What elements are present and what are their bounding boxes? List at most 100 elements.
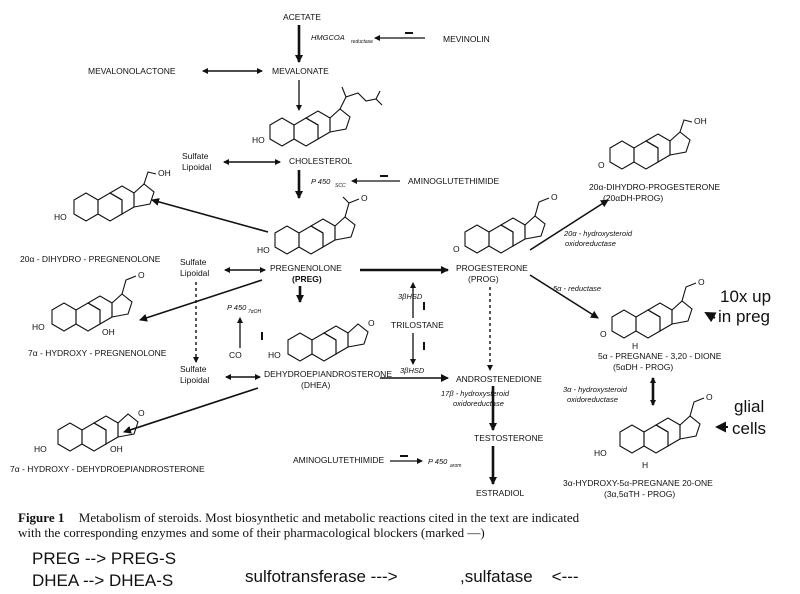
trilostane-label: TRILOSTANE xyxy=(391,320,444,330)
3ahsd-enzyme-a: 3α - hydroxysteroid xyxy=(563,385,628,394)
dione-abbr-label: (5αDH - PROG) xyxy=(613,362,673,372)
dhea-abbr-label: (DHEA) xyxy=(301,380,330,390)
17bhsd-enzyme-a: 17β - hydroxysteroid xyxy=(441,389,510,398)
p4507a-enzyme: P 450 xyxy=(227,303,247,312)
hydroxypreg-o: O xyxy=(138,270,145,280)
acetate-label: ACETATE xyxy=(283,12,321,22)
dhprog-oh: OH xyxy=(694,116,707,126)
annotation-arrow-1 xyxy=(704,312,717,323)
pregnenolone-label: PREGNENOLONE xyxy=(270,263,342,273)
hmgcoa-sub: reductase xyxy=(351,39,373,45)
3bhsd-enzyme-2: 3βHSD xyxy=(400,366,425,375)
lipoidal-label-2: Lipoidal xyxy=(180,268,209,278)
cholesterol-ho: HO xyxy=(252,135,265,145)
dhea-structure: O HO xyxy=(268,318,375,362)
dione-label: 5α - PREGNANE - 3,20 - DIONE xyxy=(598,351,722,361)
note-dhea-s: DHEA --> DHEA-S xyxy=(32,571,173,590)
annotation-in-preg: in preg xyxy=(718,307,770,326)
progesterone-structure: O O xyxy=(453,192,558,254)
dhprog-label: 20α-DIHYDRO-PROGESTERONE xyxy=(589,182,720,192)
prog-o: O xyxy=(453,244,460,254)
figure-caption-line1: Figure 1 Metabolism of steroids. Most bi… xyxy=(18,509,580,526)
pregnenolone-structure: O HO xyxy=(257,193,368,255)
prog-abbr-label: (PROG) xyxy=(468,274,499,284)
hydroxydhea-label: 7α - HYDROXY - DEHYDROEPIANDROSTERONE xyxy=(10,464,205,474)
mevalonate-label: MEVALONATE xyxy=(272,66,329,76)
figure-label: Figure 1 xyxy=(18,510,64,525)
progesterone-label: PROGESTERONE xyxy=(456,263,528,273)
p4507a-sub: 7αOH xyxy=(248,309,262,315)
20ahsd-enzyme-a: 20α - hydroxysteroid xyxy=(563,229,633,238)
17bhsd-enzyme-b: oxidoreductase xyxy=(453,399,504,408)
dihydropreg-oh: OH xyxy=(158,168,171,178)
sulfate-label-1: Sulfate xyxy=(182,151,209,161)
thprog-o: O xyxy=(706,392,713,402)
3bhsd-enzyme-1: 3βHSD xyxy=(398,292,423,301)
mevalonolactone-label: MEVALONOLACTONE xyxy=(88,66,176,76)
hydroxypregnenolone-label: 7α - HYDROXY - PREGNENOLONE xyxy=(28,348,167,358)
hmgcoa-enzyme: HMGCOA xyxy=(311,33,345,42)
aminoglutethimide-label-2: AMINOGLUTETHIMIDE xyxy=(293,455,384,465)
hydroxypreg-ho: HO xyxy=(32,322,45,332)
figure-caption-text-1: Metabolism of steroids. Most biosyntheti… xyxy=(79,510,580,525)
dhea-ho: HO xyxy=(268,350,281,360)
dihydropreg-ho: HO xyxy=(54,212,67,222)
arrow-preg-dihydropreg xyxy=(151,198,269,233)
p450scc-sub: SCC xyxy=(335,183,346,189)
dhea-label: DEHYDROEPIANDROSTERONE xyxy=(264,369,392,379)
dione-structure: O O H xyxy=(600,277,705,351)
thprog-label: 3α-HYDROXY-5α-PREGNANE 20-ONE xyxy=(563,478,713,488)
preg-o: O xyxy=(361,193,368,203)
annotation-cells: cells xyxy=(732,419,766,438)
prog-o-top: O xyxy=(551,192,558,202)
thprog-structure: O HO H xyxy=(594,392,713,470)
cholesterol-structure: HO xyxy=(252,86,383,147)
p450arom-sub: arom xyxy=(450,463,461,469)
co-label: CO xyxy=(229,350,242,360)
hydroxypreg-oh: OH xyxy=(102,327,115,337)
arrow-dhea-hydroxydhea xyxy=(123,387,259,434)
dhprog-structure: OH O xyxy=(598,116,707,170)
sulfate-label-2: Sulfate xyxy=(180,257,207,267)
androstenedione-label: ANDROSTENEDIONE xyxy=(456,374,542,384)
estradiol-label: ESTRADIOL xyxy=(476,488,524,498)
figure-caption-line2: with the corresponding enzymes and some … xyxy=(18,525,485,540)
annotation-glial: glial xyxy=(734,397,764,416)
hydroxydhea-o: O xyxy=(138,408,145,418)
arrow-preg-hydroxypreg xyxy=(139,279,263,322)
dhprog-abbr-label: (20αDH-PROG) xyxy=(603,193,663,203)
dione-o: O xyxy=(600,329,607,339)
dihydropregnenolone-structure: OH HO xyxy=(54,168,171,222)
thprog-h: H xyxy=(642,460,648,470)
cholesterol-label: CHOLESTEROL xyxy=(289,156,353,166)
thprog-ho: HO xyxy=(594,448,607,458)
arrow-prog-dhprog xyxy=(529,199,609,251)
aminoglutethimide-label-1: AMINOGLUTETHIMIDE xyxy=(408,176,499,186)
p450scc-enzyme: P 450 xyxy=(311,177,331,186)
dhprog-o: O xyxy=(598,160,605,170)
hydroxydhea-ho: HO xyxy=(34,444,47,454)
p450arom-enzyme: P 450 xyxy=(428,457,448,466)
sulfate-label-3: Sulfate xyxy=(180,364,207,374)
preg-abbr-label: (PREG) xyxy=(292,274,322,284)
note-preg-s: PREG --> PREG-S xyxy=(32,549,176,568)
lipoidal-label-3: Lipoidal xyxy=(180,375,209,385)
dione-o-top: O xyxy=(698,277,705,287)
annotation-10x-up: 10x up xyxy=(720,287,771,306)
hydroxydhea-oh: OH xyxy=(110,444,123,454)
5a-reductase-enzyme: 5α - reductase xyxy=(553,284,601,293)
hydroxypregnenolone-structure: O HO OH xyxy=(32,270,145,337)
dhea-o: O xyxy=(368,318,375,328)
3ahsd-enzyme-b: oxidoreductase xyxy=(567,395,618,404)
note-sulfotransferase: sulfotransferase ---> xyxy=(245,567,398,586)
mevinolin-label: MEVINOLIN xyxy=(443,34,490,44)
thprog-abbr-label: (3α,5αTH - PROG) xyxy=(604,489,675,499)
preg-ho: HO xyxy=(257,245,270,255)
dihydropregnenolone-label: 20α - DIHYDRO - PREGNENOLONE xyxy=(20,254,161,264)
testosterone-label: TESTOSTERONE xyxy=(474,433,544,443)
hydroxydhea-structure: O HO OH xyxy=(34,408,145,454)
lipoidal-label-1: Lipoidal xyxy=(182,162,211,172)
arrow-prog-dione xyxy=(529,274,599,319)
dione-h: H xyxy=(632,341,638,351)
